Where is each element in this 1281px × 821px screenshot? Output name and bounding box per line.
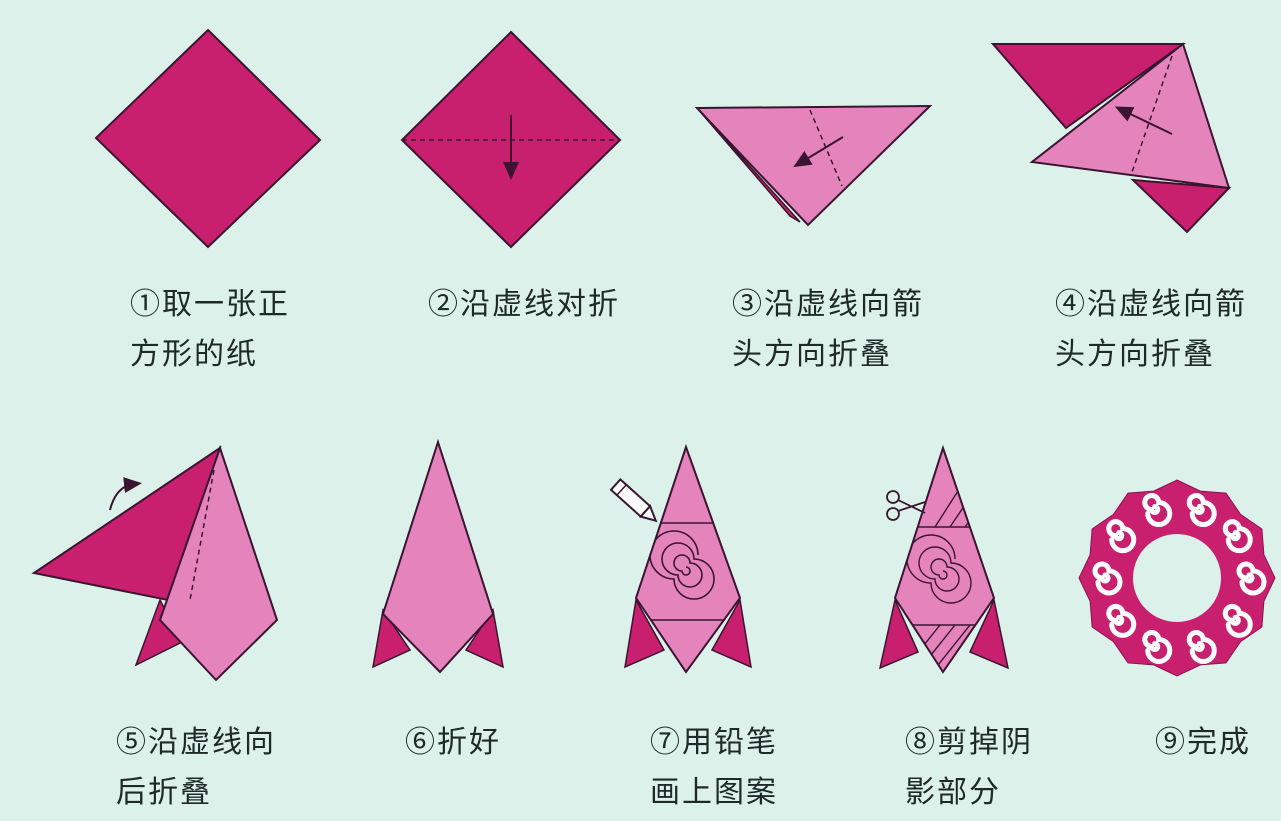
- rotate-arrow-icon: [110, 484, 134, 510]
- step-9-caption: ⑨完成: [1155, 718, 1251, 768]
- step-7-caption: ⑦用铅笔 画上图案: [650, 718, 778, 818]
- step-2-caption: ②沿虚线对折: [428, 280, 620, 330]
- step-4-line-1: ④沿虚线向箭: [1055, 280, 1247, 330]
- step-1-square: [96, 30, 320, 247]
- step-3-caption: ③沿虚线向箭 头方向折叠: [732, 280, 924, 380]
- step-1-caption: ①取一张正 方形的纸: [130, 280, 290, 380]
- step-8-cut: [880, 448, 1008, 675]
- step-9-line-1: ⑨完成: [1155, 718, 1251, 768]
- step-3-line-2: 头方向折叠: [732, 330, 924, 380]
- step-1-line-2: 方形的纸: [130, 330, 290, 380]
- step-6-folded: [373, 442, 503, 672]
- step-2-fold-half: [402, 32, 620, 247]
- step-9-finished-ring: [1079, 480, 1275, 676]
- step-3-line-1: ③沿虚线向箭: [732, 280, 924, 330]
- step-5-line-1: ⑤沿虚线向: [116, 718, 276, 768]
- step-6-line-1: ⑥折好: [405, 718, 501, 768]
- step-3-triangle: [697, 106, 930, 225]
- step-7-draw-pattern: [611, 447, 751, 672]
- step-4-fold: [993, 44, 1229, 232]
- step-8-line-2: 影部分: [905, 768, 1033, 818]
- step-5-caption: ⑤沿虚线向 后折叠: [116, 718, 276, 818]
- step-5-line-2: 后折叠: [116, 768, 276, 818]
- pencil-icon: [611, 479, 660, 526]
- step-4-caption: ④沿虚线向箭 头方向折叠: [1055, 280, 1247, 380]
- step-5-fold-back: [34, 448, 277, 680]
- step-7-line-2: 画上图案: [650, 768, 778, 818]
- step-6-caption: ⑥折好: [405, 718, 501, 768]
- step-2-line-1: ②沿虚线对折: [428, 280, 620, 330]
- step-8-line-1: ⑧剪掉阴: [905, 718, 1033, 768]
- step-1-line-1: ①取一张正: [130, 280, 290, 330]
- step-8-caption: ⑧剪掉阴 影部分: [905, 718, 1033, 818]
- scissors-icon: [887, 491, 925, 520]
- step-7-line-1: ⑦用铅笔: [650, 718, 778, 768]
- step-4-line-2: 头方向折叠: [1055, 330, 1247, 380]
